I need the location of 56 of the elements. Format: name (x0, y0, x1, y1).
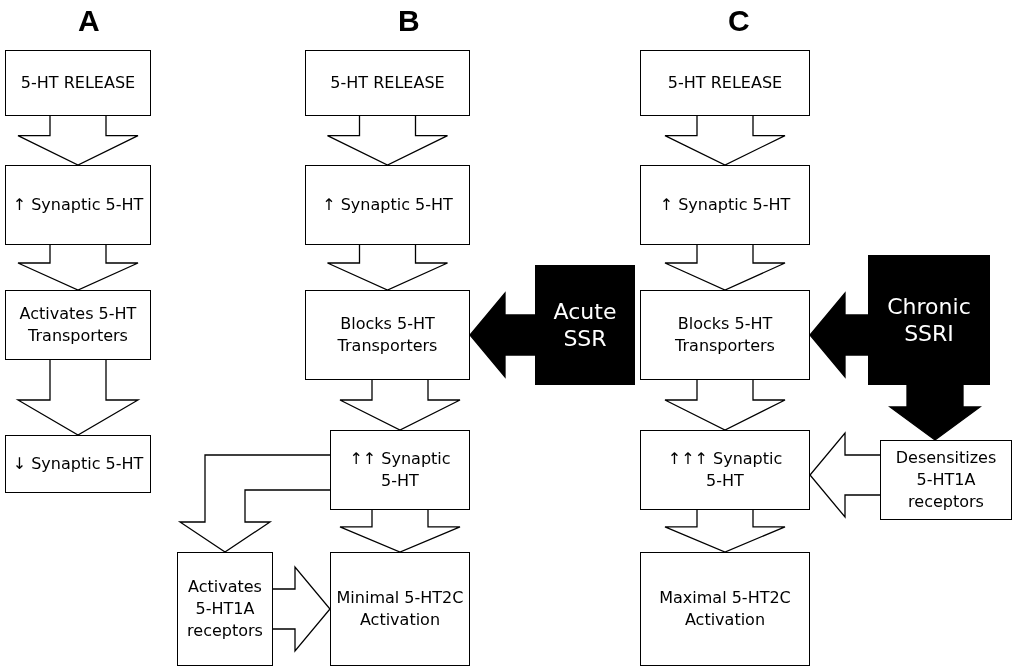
block-arrow (809, 431, 881, 519)
box-text: Activates 5-HT1A receptors (186, 576, 264, 642)
process-box (305, 290, 470, 380)
box-text: ↑↑ Synaptic 5-HT (348, 448, 452, 492)
panel-letter: C (728, 6, 750, 36)
block-arrow (339, 379, 461, 431)
box-text: 5-HT RELEASE (330, 72, 445, 94)
box-text: Blocks 5-HT Transporters (336, 313, 439, 357)
drug-box (535, 265, 635, 385)
box-text: Blocks 5-HT Transporters (674, 313, 776, 357)
box-text: ↓ Synaptic 5-HT (12, 453, 144, 475)
block-arrow (664, 509, 786, 553)
process-box (305, 50, 470, 116)
box-text: Desensitizes 5-HT1A receptors (894, 447, 998, 513)
drug-box (868, 255, 990, 385)
process-box (880, 440, 1012, 520)
block-arrow (326, 244, 449, 291)
process-box (5, 435, 151, 493)
process-box (305, 165, 470, 245)
block-arrow (326, 115, 449, 166)
box-text: ↑ Synaptic 5-HT (12, 194, 144, 216)
process-box (640, 552, 810, 666)
box-text: 5-HT RELEASE (20, 72, 136, 94)
process-box (640, 430, 810, 510)
process-box (640, 290, 810, 380)
block-arrow (664, 244, 786, 291)
block-arrow (664, 379, 786, 431)
block-arrow (664, 115, 786, 166)
box-text: Acute SSR (552, 297, 618, 353)
box-text: ↑↑↑ Synaptic 5-HT (666, 448, 784, 492)
box-text: 5-HT RELEASE (667, 72, 783, 94)
panel-letter: A (78, 6, 100, 36)
block-arrow (15, 359, 141, 436)
process-box (640, 50, 810, 116)
box-text: Activates 5-HT Transporters (18, 303, 138, 347)
process-box (5, 50, 151, 116)
block-arrow (272, 565, 331, 653)
process-box (5, 290, 151, 360)
process-box (5, 165, 151, 245)
box-text: Minimal 5-HT2C Activation (335, 587, 465, 631)
box-text: Maximal 5-HT2C Activation (659, 587, 791, 631)
process-box (177, 552, 273, 666)
block-arrow (469, 291, 536, 379)
block-arrow (17, 244, 139, 291)
process-box (640, 165, 810, 245)
box-text: ↑ Synaptic 5-HT (659, 194, 791, 216)
process-box (330, 430, 470, 510)
block-arrow (17, 115, 139, 166)
process-box (330, 552, 470, 666)
box-text: ↑ Synaptic 5-HT (322, 194, 453, 216)
block-arrow (339, 509, 461, 553)
block-arrow (888, 384, 982, 441)
block-arrow (177, 454, 331, 553)
block-arrow (809, 291, 869, 379)
box-text: Chronic SSRI (886, 292, 972, 348)
panel-letter: B (398, 6, 420, 36)
